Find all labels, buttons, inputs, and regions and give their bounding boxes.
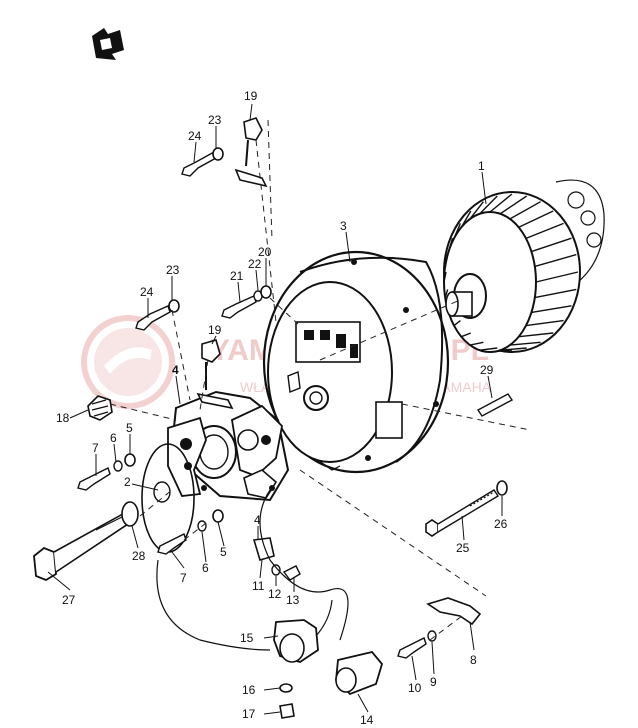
callout-1: 1 (478, 159, 485, 173)
rotor-rib (479, 195, 498, 215)
callout-7-lower: 7 (180, 571, 187, 585)
callout-7-upper: 7 (92, 441, 99, 455)
callout-18: 18 (56, 411, 70, 425)
front-arrow-icon (92, 28, 124, 60)
small-fasteners (77, 117, 482, 719)
callout-29: 29 (480, 363, 494, 377)
callout-15: 15 (240, 631, 254, 645)
callout-20: 20 (258, 245, 272, 259)
callout-4-lower: 4 (254, 513, 261, 527)
callout-6-lower: 6 (202, 561, 209, 575)
rotor-rib (531, 305, 572, 314)
callout-11: 11 (252, 579, 265, 593)
rotor-rib (534, 288, 577, 299)
rotor-rib (489, 193, 513, 213)
rotor-rib (444, 289, 449, 298)
rotor-rib (447, 238, 454, 252)
callout-27: 27 (62, 593, 76, 607)
rotor-rib (479, 347, 498, 351)
callout-6-upper: 6 (110, 431, 117, 445)
callout-19-upper: 19 (244, 89, 258, 103)
callout-3: 3 (340, 219, 347, 233)
stator-housing (262, 250, 450, 474)
assembly-guide-lines (109, 119, 531, 641)
callout-8: 8 (470, 653, 477, 667)
callout-5-upper: 5 (126, 421, 133, 435)
callout-9: 9 (430, 675, 437, 689)
rotor-rib (489, 349, 513, 353)
rotor-rib (453, 320, 461, 327)
rotor-rib (444, 254, 449, 267)
callout-23-upper: 23 (208, 113, 222, 127)
rotor-rib (453, 223, 462, 239)
rotor-rib (499, 195, 528, 215)
watermark-logo (81, 315, 175, 409)
pin-29 (476, 393, 514, 417)
callout-4-upper: 4 (172, 363, 179, 377)
callout-13: 13 (286, 593, 300, 607)
callout-21: 21 (230, 269, 244, 283)
rotor-rib (443, 271, 447, 283)
rotor-rib (500, 347, 527, 351)
condensers (156, 489, 384, 696)
rotor-rib (518, 332, 554, 338)
rotor-rib (469, 341, 484, 346)
callout-28: 28 (132, 549, 146, 563)
callout-25: 25 (456, 541, 470, 555)
breaker-plate (167, 390, 290, 502)
rotor-rib (461, 332, 472, 338)
callout-12: 12 (268, 587, 282, 601)
callout-10: 10 (408, 681, 422, 695)
callout-16: 16 (242, 683, 256, 697)
callout-2: 2 (124, 475, 131, 489)
rotor-rib (535, 271, 579, 283)
leader-lines (47, 103, 503, 715)
rotor-rib (460, 210, 472, 228)
rotor-rib (509, 341, 541, 346)
callout-26: 26 (494, 517, 508, 531)
rotor-rib (509, 201, 541, 220)
callout-14: 14 (360, 713, 374, 727)
rotor-rib (525, 222, 564, 240)
callout-24-upper: 24 (188, 129, 202, 143)
callout-22: 22 (248, 257, 262, 271)
callout-19-lower: 19 (208, 323, 222, 337)
callout-17: 17 (242, 707, 256, 721)
long-bolt (33, 501, 139, 582)
rotor-rib (469, 201, 484, 220)
callout-5-lower: 5 (220, 545, 227, 559)
rotor-rib (525, 319, 564, 327)
callout-23-lower: 23 (166, 263, 180, 277)
rotor-rib (534, 253, 577, 268)
callout-24-lower: 24 (140, 285, 154, 299)
rotor-rib (518, 210, 554, 228)
bolt-25 (425, 480, 508, 537)
callout-labels: 1 2 3 4 4 5 5 6 6 7 7 8 9 10 11 12 13 14… (56, 89, 508, 727)
rotor-rib (531, 237, 572, 253)
rotor (443, 179, 605, 353)
